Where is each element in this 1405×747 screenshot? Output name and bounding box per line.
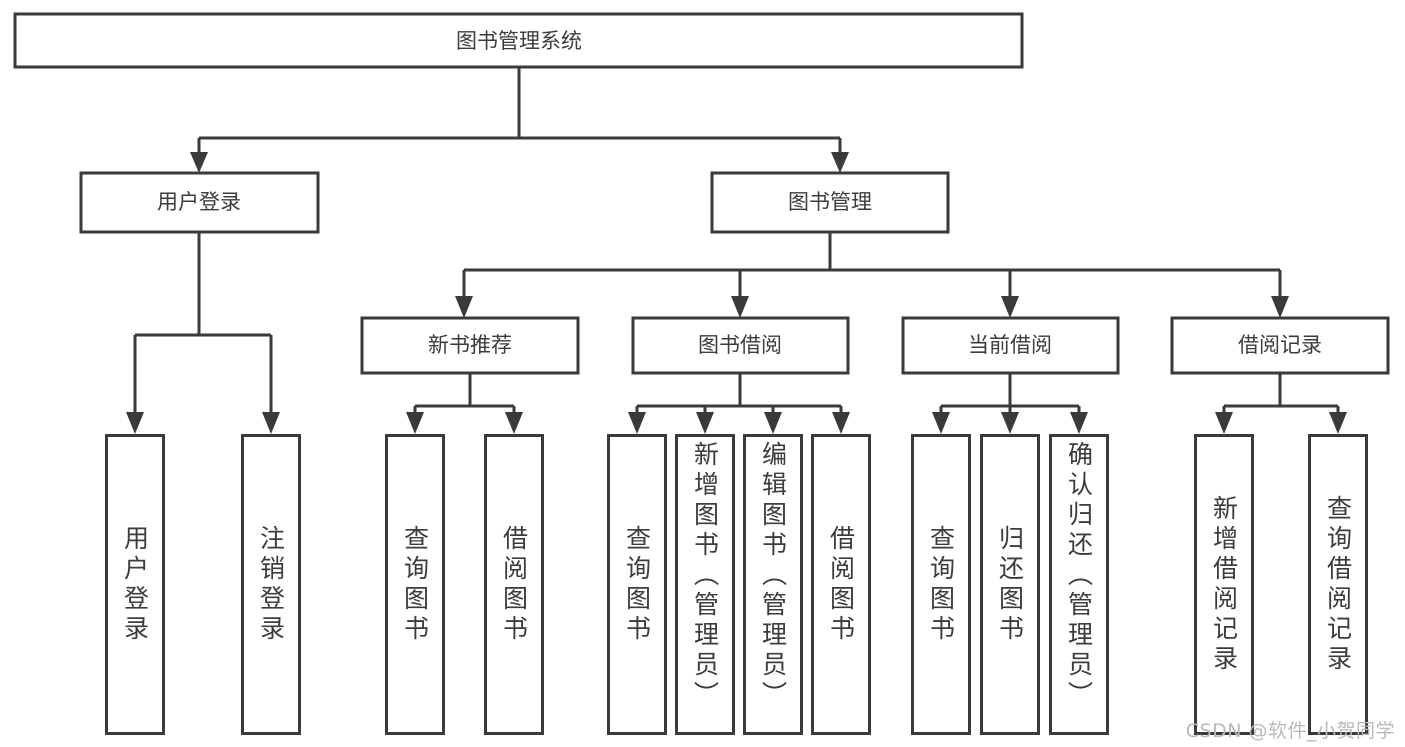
node-book-borrow[interactable]: 图书借阅 bbox=[631, 316, 850, 375]
leaf-box-query-book-rec[interactable]: 查询图书 bbox=[385, 434, 445, 735]
node-borrow-record[interactable]: 借阅记录 bbox=[1170, 316, 1390, 375]
connector-user-login-to-leaves bbox=[126, 232, 280, 434]
leaf-label-edit-book-admin: 编辑图书（管理员） bbox=[758, 441, 788, 711]
connector-current-borrow-to-leaves bbox=[932, 373, 1088, 434]
node-borrow-record-label: 借阅记录 bbox=[1238, 333, 1322, 357]
leaf-box-add-borrow-record[interactable]: 新增借阅记录 bbox=[1194, 434, 1254, 735]
leaf-label-query-borrow-record: 查询借阅记录 bbox=[1323, 494, 1353, 675]
leaf-label-borrow-book-rec: 借阅图书 bbox=[499, 524, 529, 645]
node-new-book-recommend[interactable]: 新书推荐 bbox=[360, 316, 580, 375]
connector-root-to-level2 bbox=[190, 67, 849, 173]
node-root-system[interactable]: 图书管理系统 bbox=[13, 12, 1024, 69]
leaf-label-add-book-admin: 新增图书（管理员） bbox=[690, 441, 720, 711]
leaf-label-add-borrow-record: 新增借阅记录 bbox=[1209, 494, 1239, 675]
leaf-box-borrow-book[interactable]: 借阅图书 bbox=[811, 434, 871, 735]
node-book-borrow-label: 图书借阅 bbox=[698, 333, 782, 357]
node-current-borrow[interactable]: 当前借阅 bbox=[901, 316, 1120, 375]
leaf-label-user-login: 用户登录 bbox=[120, 524, 150, 645]
leaf-box-user-login[interactable]: 用户登录 bbox=[105, 434, 165, 735]
leaf-label-query-book-rec: 查询图书 bbox=[400, 524, 430, 645]
connector-new-book-to-leaves bbox=[406, 373, 523, 434]
leaf-box-logout[interactable]: 注销登录 bbox=[241, 434, 301, 735]
csdn-watermark: CSDN @软件_小贺同学 bbox=[1185, 720, 1395, 742]
leaf-label-query-book-borrow: 查询图书 bbox=[622, 524, 652, 645]
leaf-box-return-book[interactable]: 归还图书 bbox=[980, 434, 1040, 735]
leaf-label-logout: 注销登录 bbox=[256, 524, 286, 645]
node-current-borrow-label: 当前借阅 bbox=[968, 333, 1052, 357]
connector-borrow-record-to-leaves bbox=[1215, 373, 1347, 434]
node-book-management[interactable]: 图书管理 bbox=[710, 171, 950, 234]
connector-book-borrow-to-leaves bbox=[628, 373, 850, 434]
node-user-login[interactable]: 用户登录 bbox=[79, 171, 320, 234]
leaf-box-query-borrow-record[interactable]: 查询借阅记录 bbox=[1308, 434, 1368, 735]
leaf-box-query-book-borrow[interactable]: 查询图书 bbox=[607, 434, 667, 735]
leaf-label-query-book-current: 查询图书 bbox=[926, 524, 956, 645]
node-new-book-recommend-label: 新书推荐 bbox=[428, 333, 512, 357]
leaf-box-confirm-return-admin[interactable]: 确认归还（管理员） bbox=[1049, 434, 1109, 735]
node-root-system-label: 图书管理系统 bbox=[456, 29, 582, 53]
leaf-box-query-book-current[interactable]: 查询图书 bbox=[911, 434, 971, 735]
node-user-login-label: 用户登录 bbox=[157, 190, 241, 214]
leaf-box-edit-book-admin[interactable]: 编辑图书（管理员） bbox=[743, 434, 803, 735]
leaf-box-borrow-book-rec[interactable]: 借阅图书 bbox=[484, 434, 544, 735]
node-book-management-label: 图书管理 bbox=[788, 190, 872, 214]
leaf-box-add-book-admin[interactable]: 新增图书（管理员） bbox=[675, 434, 735, 735]
leaf-label-confirm-return-admin: 确认归还（管理员） bbox=[1064, 441, 1094, 711]
leaf-label-return-book: 归还图书 bbox=[995, 524, 1025, 645]
leaf-label-borrow-book: 借阅图书 bbox=[826, 524, 856, 645]
connector-level2-to-level3 bbox=[455, 232, 1289, 318]
